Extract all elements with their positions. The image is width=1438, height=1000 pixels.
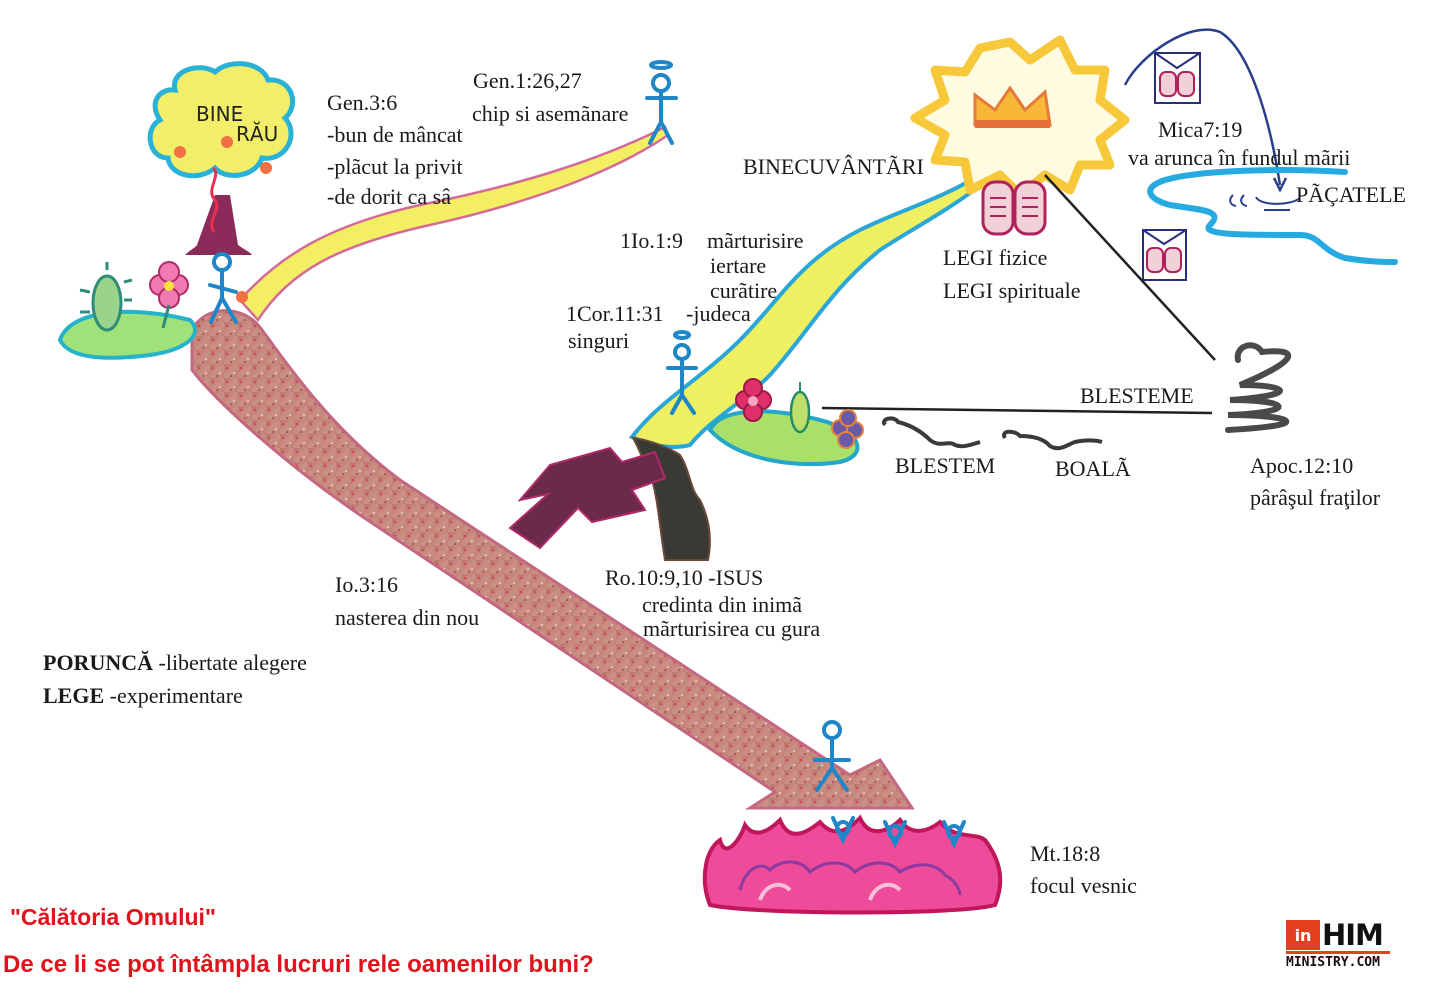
curse-label: BLESTEM [895, 453, 996, 478]
fruit-icon [236, 291, 248, 303]
person-figure-image [645, 60, 678, 145]
person-figure-falling [813, 720, 851, 792]
squiggle-sickness [1002, 429, 1103, 451]
commandment-term: PORUNCĂ [43, 650, 153, 675]
john3-ref: Io.3:16 [335, 572, 398, 597]
curse-line-2 [821, 406, 1213, 415]
john1-item: iertare [710, 253, 767, 278]
logo-name: HIM [1322, 918, 1384, 952]
splash-icon [1229, 194, 1301, 211]
genesis3-item: -bun de mâncat [327, 122, 463, 147]
fire-icon [702, 814, 1003, 915]
diagram-title: "Călătoria Omului" [10, 904, 216, 930]
commandment-desc: -libertate alegere [158, 650, 307, 675]
cor-text-2: singuri [568, 328, 630, 353]
genesis3-item: -de dorit ca sâ [327, 184, 451, 209]
broad-road [190, 309, 915, 810]
john1-item: curãtire [710, 278, 778, 303]
micah-text: va arunca în fundul mãrii [1128, 145, 1351, 170]
romans-ref: Ro.10:9,10 -ISUS [605, 565, 764, 590]
matthew-ref: Mt.18:8 [1030, 841, 1101, 866]
flower-icon-3 [831, 409, 864, 449]
curse-line [1044, 174, 1216, 361]
flower-icon [149, 261, 189, 329]
revelation-ref: Apoc.12:10 [1250, 453, 1354, 478]
micah-ref: Mica7:19 [1158, 117, 1243, 142]
diagram-subtitle: De ce li se pot întâmpla lucruri rele oa… [3, 951, 594, 978]
tree-label-evil: RĂU [236, 122, 279, 146]
law-line: LEGE -experimentare [43, 685, 243, 707]
commandment-line: PORUNCĂ -libertate alegere [43, 652, 307, 674]
tree-label-good: BINE [196, 102, 244, 126]
blessing-meadow [707, 378, 864, 467]
envelope-tablets-icon-2 [1142, 229, 1187, 281]
curses-main-label: BLESTEME [1080, 383, 1194, 408]
blessings-label: BINECUVÂNTÃRI [743, 154, 924, 179]
tree-of-knowledge [147, 61, 296, 255]
romans-line2: mãrturisirea cu gura [643, 616, 821, 641]
genesis3-ref: Gen.3:6 [327, 90, 398, 115]
laws-physical: LEGI fizice [943, 245, 1048, 270]
cactus-icon-2 [789, 382, 811, 434]
john1-ref: 1Io.1:9 [620, 228, 683, 253]
cor-ref: 1Cor.11:31 [566, 301, 664, 326]
person-figures-in-fire [831, 816, 966, 849]
narrow-road-blessings [628, 169, 993, 449]
cor-text: -judeca [686, 301, 751, 326]
genesis1-ref: Gen.1:26,27 [473, 68, 582, 93]
person-figure-eden [208, 252, 238, 324]
logo-divider [1286, 951, 1390, 954]
sickness-label: BOALÃ [1055, 456, 1131, 481]
cross-icon [508, 446, 667, 550]
garden-meadow [57, 261, 197, 360]
sea-icon [1147, 167, 1398, 265]
john1-item: mãrturisire [707, 228, 804, 253]
sun-crown-icon [910, 35, 1130, 200]
laws-spiritual: LEGI spirituale [943, 278, 1081, 303]
inhim-ministry-logo: in HIM MINISTRY.COM [1286, 920, 1390, 970]
cactus-icon [79, 262, 133, 332]
law-desc: -experimentare [109, 683, 243, 708]
logo-prefix: in [1286, 920, 1320, 950]
whirlwind-icon [1225, 342, 1292, 433]
throw-arrow [1123, 28, 1282, 186]
squiggle-curse [882, 416, 981, 449]
law-term: LEGE [43, 683, 105, 708]
john3-text: nasterea din nou [335, 605, 480, 630]
arrow-head [1272, 177, 1288, 193]
romans-line1: credinta din inimã [642, 592, 803, 617]
genesis1-text: chip si asemãnare [472, 101, 629, 126]
envelope-tablets-icon [1154, 52, 1201, 104]
revelation-text: pârâşul fraţilor [1250, 485, 1381, 510]
micah-sins: PÃÇATELE [1296, 182, 1406, 207]
flower-icon-2 [735, 378, 772, 422]
tablets-icon [981, 180, 1047, 236]
genesis3-item: -plãcut la privit [327, 154, 463, 179]
logo-domain: MINISTRY.COM [1286, 955, 1380, 970]
matthew-text: focul vesnic [1030, 873, 1137, 898]
person-figure-repentant [666, 330, 698, 415]
